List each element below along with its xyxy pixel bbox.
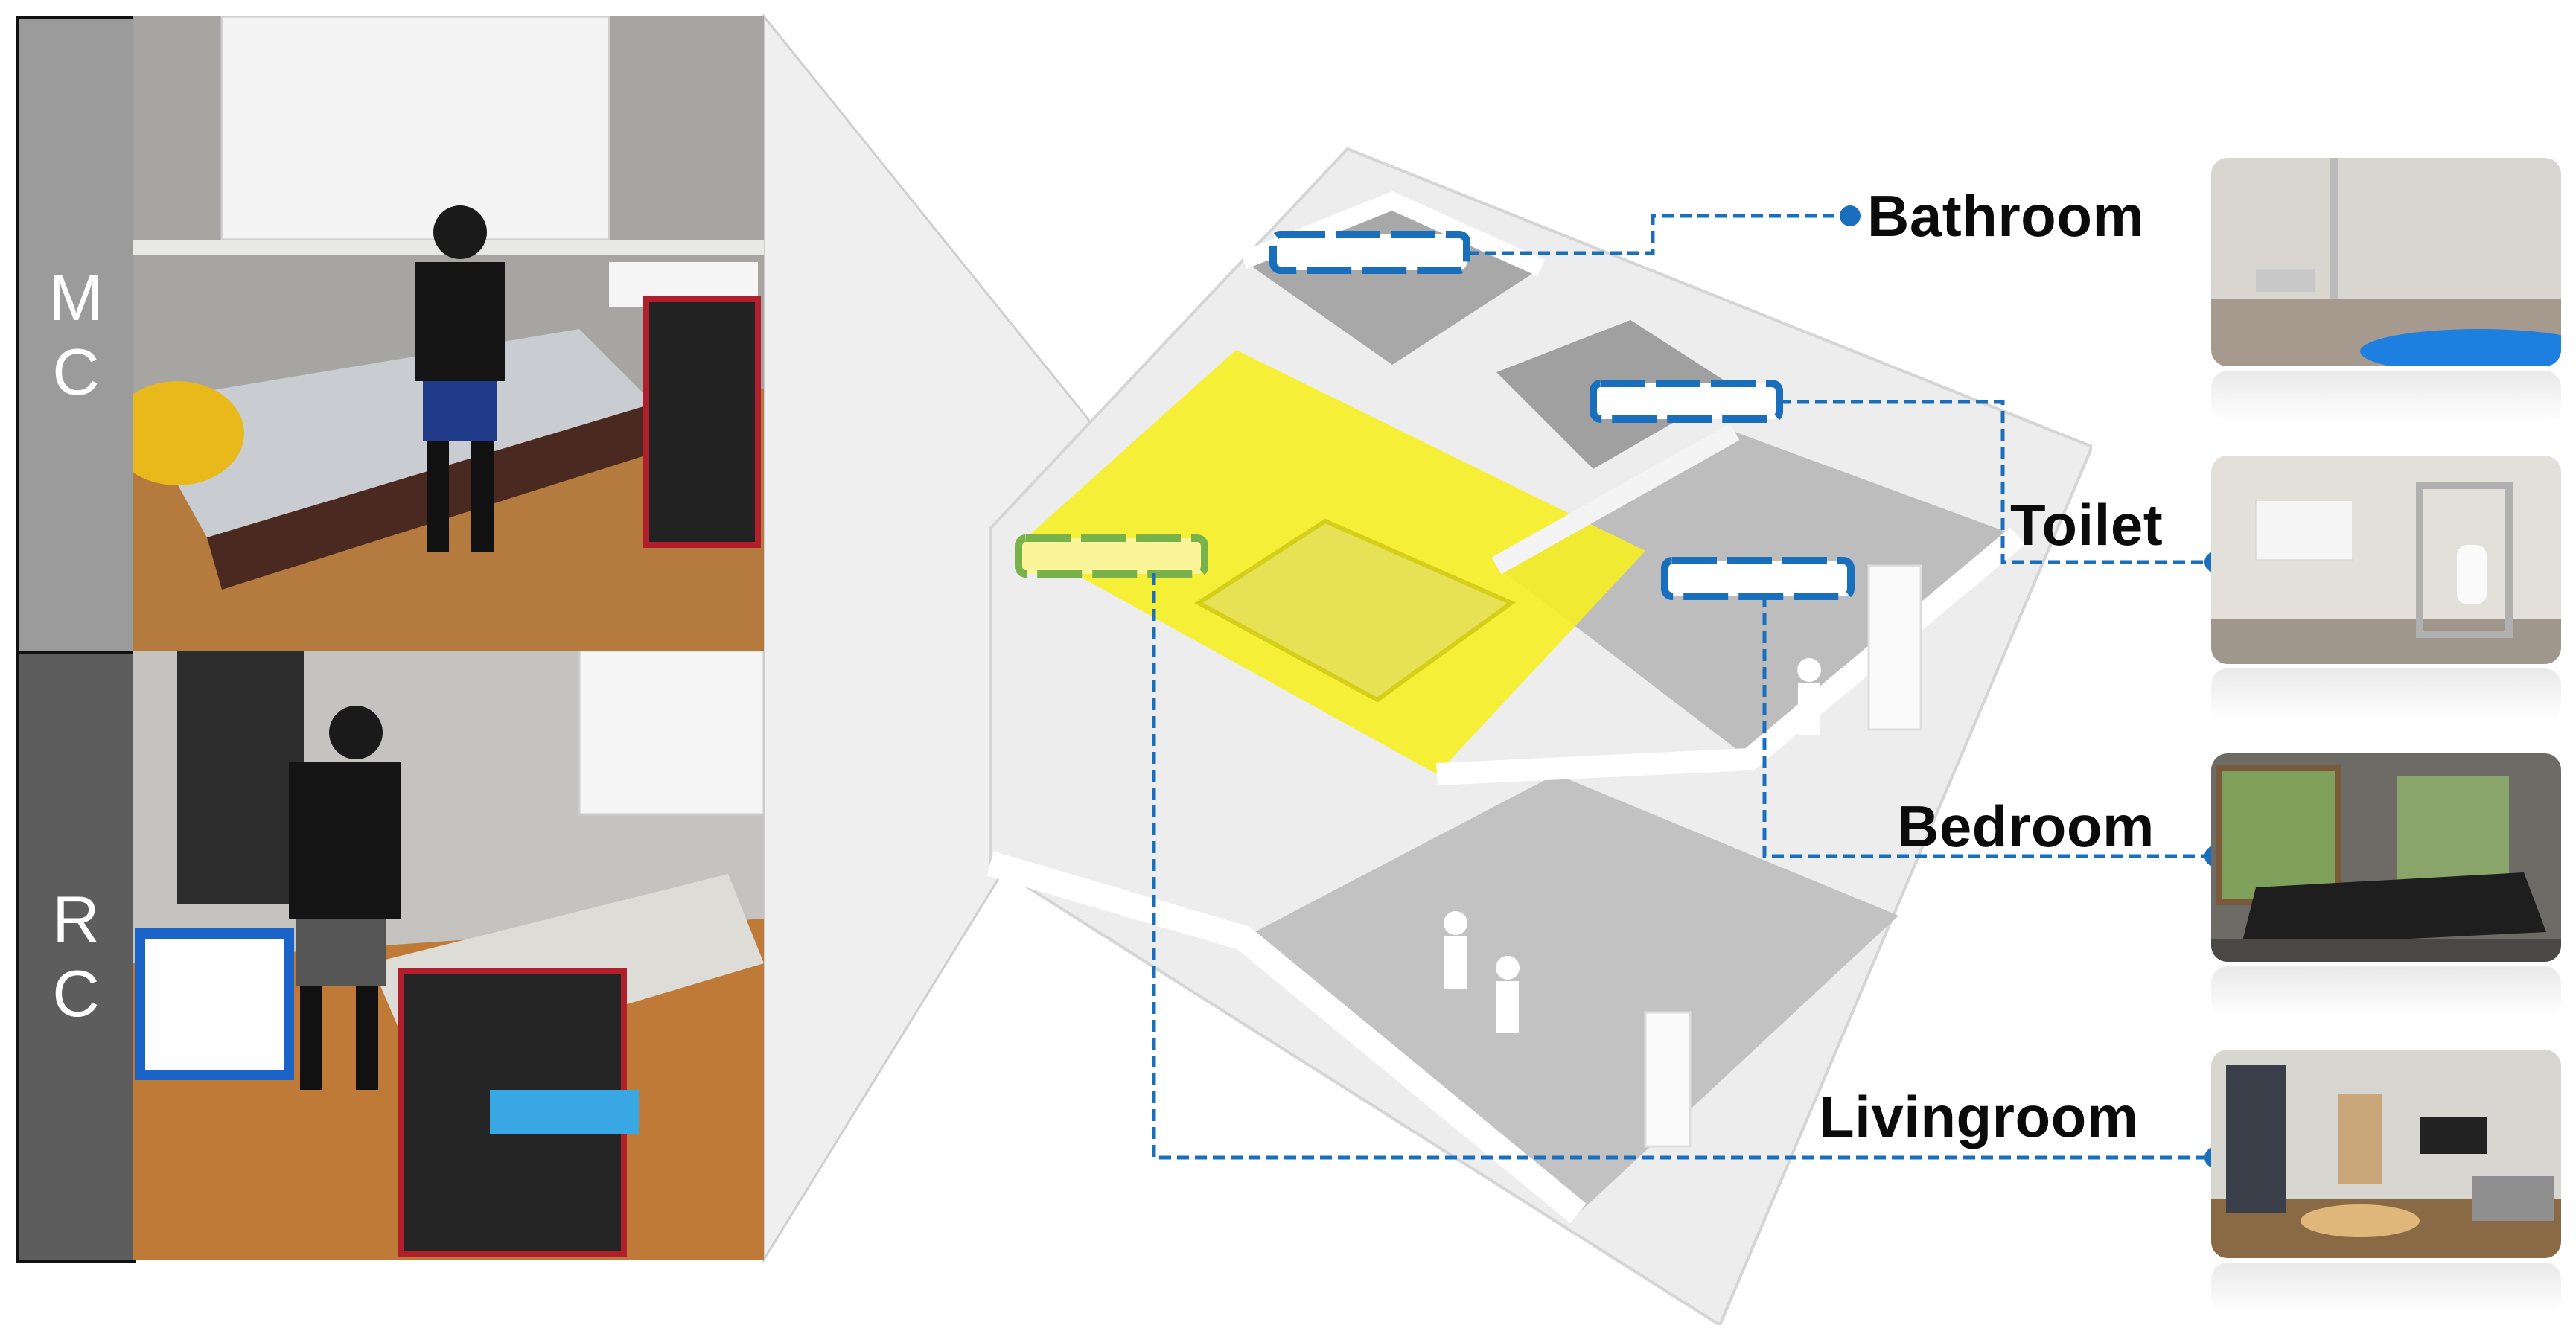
caregiver — [289, 762, 401, 919]
rc-photo — [133, 651, 764, 1260]
bedroom-label: Bedroom — [1897, 794, 2155, 859]
rc-condition-label: RC — [16, 651, 136, 1263]
bathroom-connector — [1467, 214, 1850, 255]
floorplan-3d — [986, 147, 2092, 1325]
rc-photo-scene — [133, 651, 764, 1260]
rc-label-text: RC — [52, 882, 100, 1030]
corridor-floor — [1243, 774, 1898, 1213]
whiteboard — [220, 16, 610, 241]
livingroom-label: Livingroom — [1819, 1084, 2139, 1149]
lift-device — [135, 928, 294, 1080]
bathroom-label: Bathroom — [1867, 183, 2145, 249]
livingroom-photo — [2211, 1050, 2561, 1258]
mc-photo-scene — [133, 16, 764, 651]
toilet-thumbnail — [2211, 456, 2561, 721]
bathroom-photo — [2211, 158, 2561, 366]
bedroom-thumbnail — [2211, 753, 2561, 1018]
caregiver — [415, 262, 505, 381]
mc-label-text: MC — [48, 261, 103, 409]
toilet-connector — [1779, 400, 2215, 564]
hospital-bed — [133, 329, 654, 537]
livingroom-connector — [1152, 573, 2215, 1160]
bathroom-thumbnail — [2211, 158, 2561, 423]
bedroom-photo — [2211, 753, 2561, 962]
bedroom-tag — [1661, 557, 1855, 600]
yellow-blanket — [133, 381, 244, 485]
mc-photo — [133, 16, 764, 651]
livingroom-tag — [1015, 534, 1208, 578]
toilet-label: Toilet — [2010, 492, 2164, 558]
toilet-photo — [2211, 456, 2561, 664]
refrigerator — [177, 651, 304, 904]
cart — [643, 296, 761, 548]
bedroom-connector — [1762, 596, 2215, 858]
livingroom-thumbnail — [2211, 1050, 2561, 1315]
